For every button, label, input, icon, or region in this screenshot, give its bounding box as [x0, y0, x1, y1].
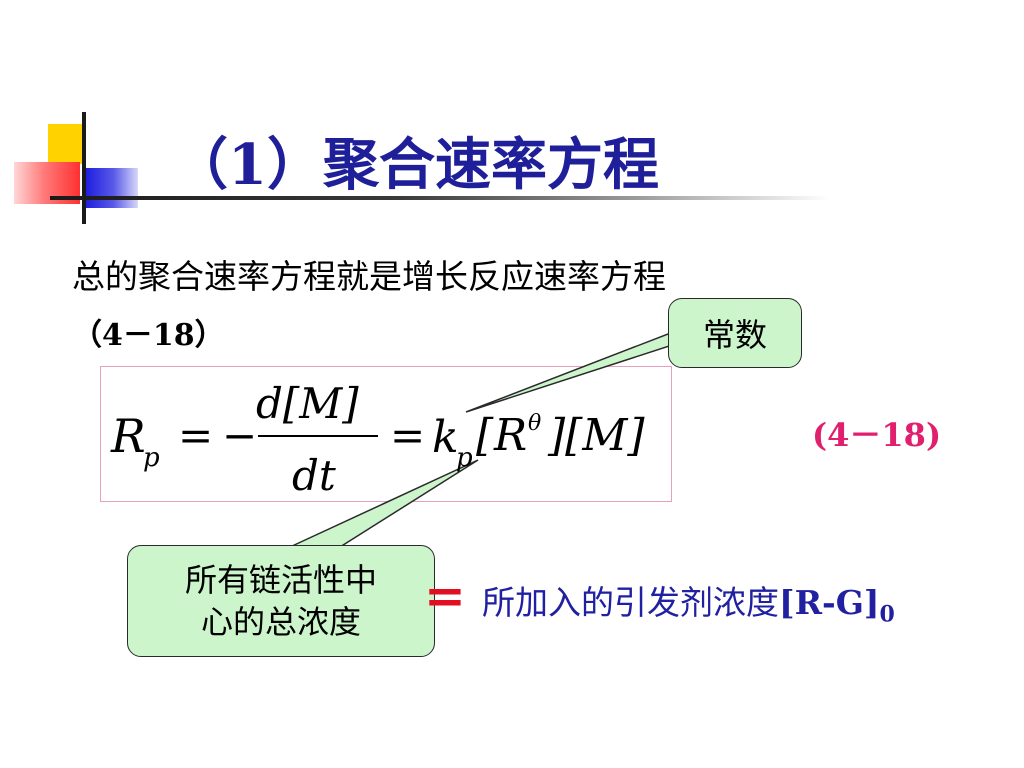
equals-sign: =	[424, 566, 466, 625]
initiator-subscript: 0	[879, 601, 895, 628]
formula-eq2: =	[390, 411, 425, 460]
formula-k-sub: p	[456, 443, 473, 473]
initiator-formula: [R-G]	[779, 583, 880, 622]
decor-blue-square	[84, 168, 138, 208]
formula-lhs-sub: p	[143, 443, 160, 473]
decor-yellow-square	[48, 124, 86, 164]
body-text-line2: （4－18）	[72, 318, 225, 353]
formula-numerator: d[M]	[256, 379, 359, 428]
body-text-line1: 总的聚合速率方程就是增长反应速率方程	[72, 257, 666, 296]
formula-minus: −	[222, 411, 257, 460]
formula-eq1: =	[178, 411, 213, 460]
formula-lhs: R	[110, 409, 146, 463]
formula-box	[100, 366, 672, 502]
formula-denominator: dt	[292, 451, 336, 500]
formula-tail: ][M]	[547, 410, 645, 461]
initiator-label: 所加入的引发剂浓度	[482, 583, 779, 622]
initiator-concentration-text: 所加入的引发剂浓度[R-G]0	[482, 576, 895, 628]
callout-concentration-line1: 所有链活性中	[184, 561, 377, 599]
formula-r-sup: θ	[528, 411, 541, 436]
callout-concentration: 所有链活性中 心的总浓度	[127, 545, 435, 657]
formula-bracket-open: [	[476, 410, 494, 461]
callout-concentration-line2: 心的总浓度	[200, 603, 361, 641]
callout-constant-pointer	[465, 333, 701, 413]
decor-vertical-line	[82, 112, 86, 224]
equation-number: (4－18)	[812, 416, 942, 454]
slide-title: （1）聚合速率方程	[172, 132, 659, 198]
title-underline	[50, 196, 830, 200]
callout-constant-text: 常数	[702, 316, 767, 354]
formula-k: k	[432, 412, 459, 463]
callout-constant: 常数	[668, 298, 802, 368]
formula-r: R	[493, 410, 527, 461]
